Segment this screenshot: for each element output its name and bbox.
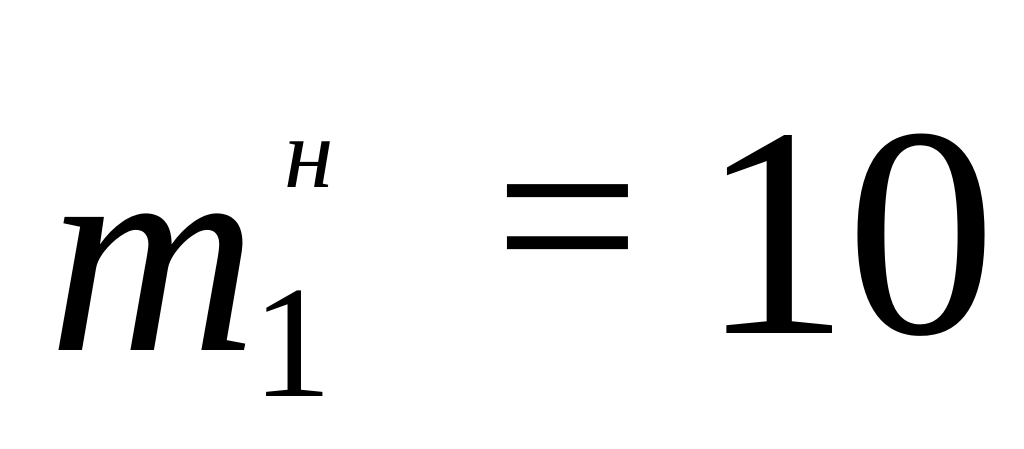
formula-equals-sign: = (494, 72, 641, 360)
formula-superscript: н (284, 98, 334, 209)
formula-value: 10 (700, 66, 996, 398)
formula-variable: m (48, 92, 257, 413)
formula-subscript: 1 (252, 253, 332, 431)
